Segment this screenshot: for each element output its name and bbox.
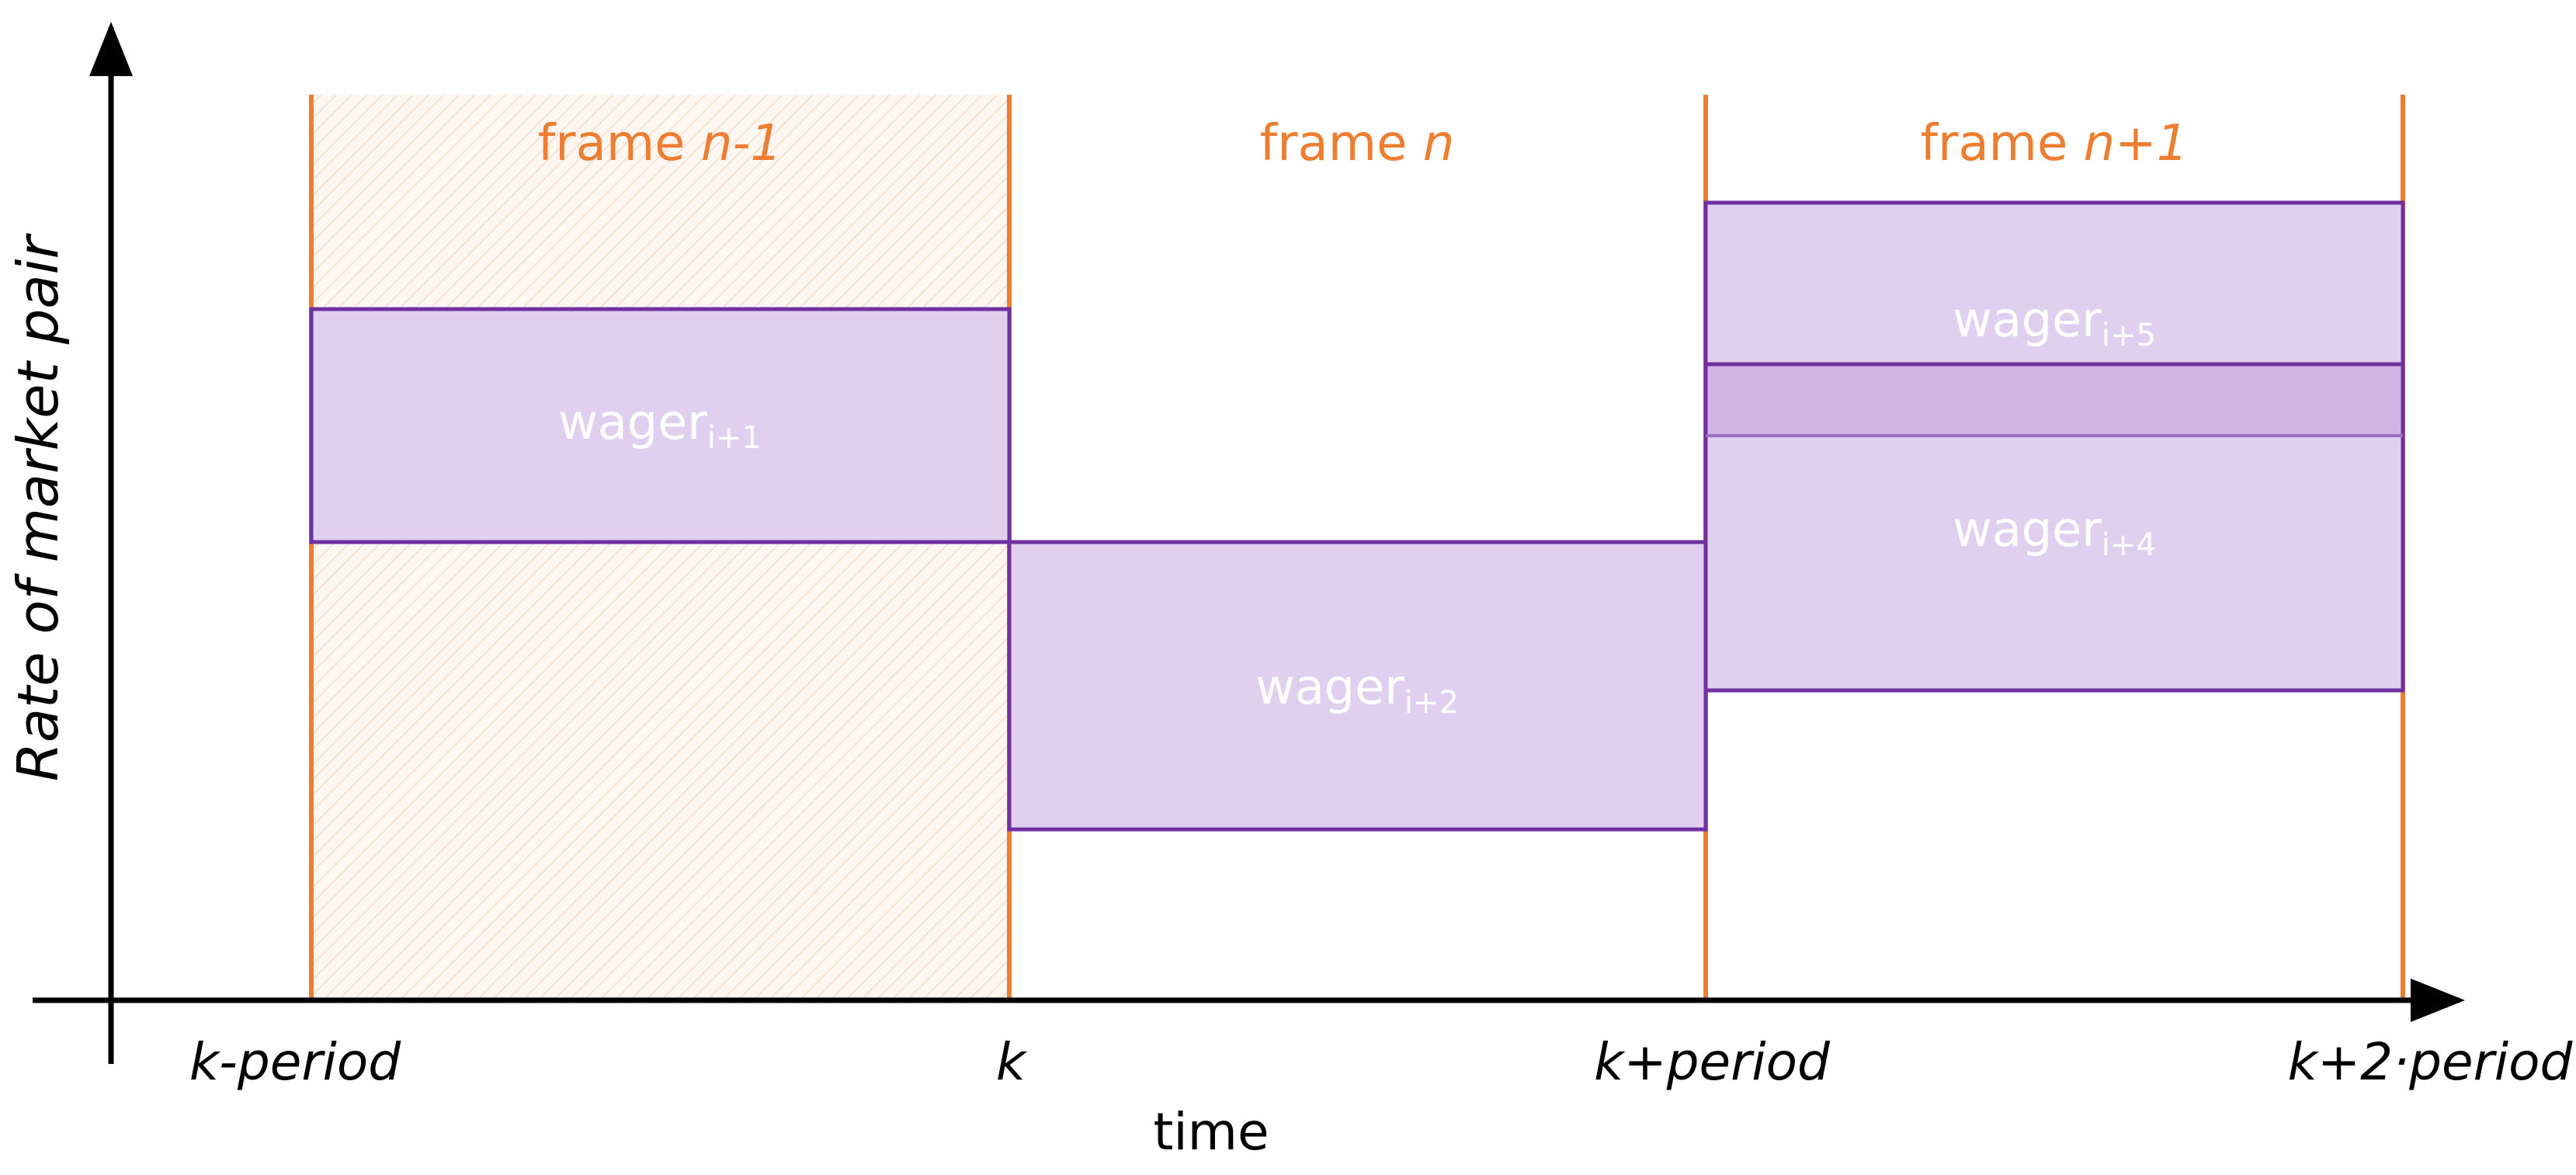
wager-overlap-band [1707,366,2401,436]
time-tick-label: k-period [189,1032,401,1092]
y-axis-label: Rate of market pair [5,232,71,781]
time-tick-label: k+period [1594,1032,1831,1092]
time-tick-label: k [996,1032,1028,1092]
frame-shaded-background [311,95,1009,998]
wager-label-i+5: wageri+5 [1953,291,2156,353]
wager-label-i+1: wageri+1 [558,394,762,456]
wager-box-i+5 [1703,200,2405,367]
frame-label-n-minus-1: frame n-1 [538,115,783,172]
x-axis-label: time [1153,1102,1269,1162]
time-tick-label: k+2·period [2288,1032,2574,1092]
frame-label-n: frame n [1260,115,1455,172]
wager-box-i+1 [309,307,1012,544]
wager-label-i+4: wageri+4 [1953,501,2156,563]
wager-label-i+2: wageri+2 [1255,659,1459,721]
frame-label-n-plus-1: frame n+1 [1920,115,2188,172]
wager-box-i+2 [1007,540,1708,832]
